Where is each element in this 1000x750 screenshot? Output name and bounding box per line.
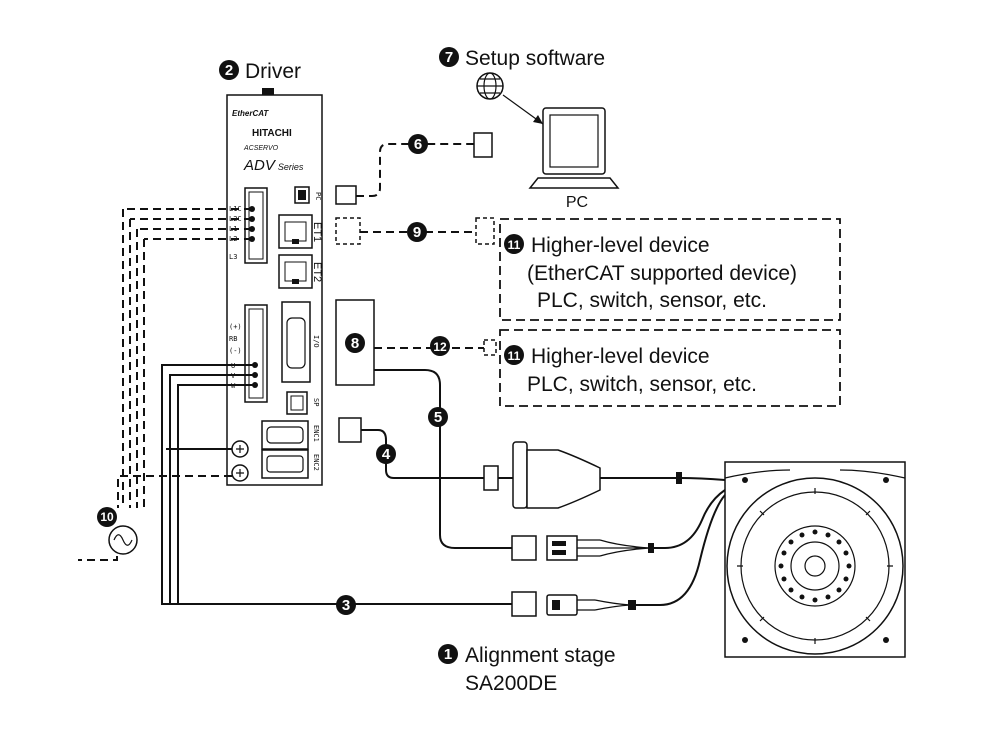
driver-product: ACSERVO <box>243 145 279 152</box>
higher-level-1-line3: PLC, switch, sensor, etc. <box>537 289 767 312</box>
badge-2: 2 <box>225 62 233 79</box>
badge-11a: 11 <box>508 238 521 252</box>
badge-3: 3 <box>342 597 350 614</box>
higher-level-1-line1: Higher-level device <box>531 234 710 257</box>
pc-cable <box>335 132 493 205</box>
stage-cables <box>498 441 726 617</box>
ethercat-link <box>335 217 495 245</box>
number-badges: 2 7 6 9 11 8 12 11 5 4 10 3 1 <box>97 47 524 664</box>
badge-9: 9 <box>413 224 421 241</box>
stage-label-line1: Alignment stage <box>465 644 616 667</box>
badge-7: 7 <box>445 49 453 66</box>
stage-label-line2: SA200DE <box>465 672 557 695</box>
pin-label-l3: L3 <box>229 253 237 261</box>
port-label-enc1: ENC1 <box>312 425 320 442</box>
alignment-stage <box>724 461 906 658</box>
badge-6: 6 <box>414 136 422 153</box>
badge-12: 12 <box>433 340 447 354</box>
higher-level-device-1-box <box>499 218 841 321</box>
higher-level-2-line2: PLC, switch, sensor, etc. <box>527 373 757 396</box>
pin-label-plus: (+) <box>229 323 242 331</box>
higher-level-1-line2: (EtherCAT supported device) <box>527 262 797 285</box>
badge-10: 10 <box>100 510 114 524</box>
driver-series-name: ADV <box>243 157 277 174</box>
setup-software-label: Setup software <box>465 47 605 70</box>
port-label-sp: SP <box>312 398 320 406</box>
badge-5: 5 <box>434 409 442 426</box>
pc-label: PC <box>566 194 588 211</box>
port-label-enc2: ENC2 <box>312 454 320 471</box>
globe-icon <box>476 72 504 100</box>
encoder-cable <box>338 417 499 491</box>
motor-cable <box>161 364 512 605</box>
higher-level-2-line1: Higher-level device <box>531 345 710 368</box>
higher-level-device-2-box <box>499 329 841 407</box>
laptop-icon <box>528 107 620 189</box>
badge-11b: 11 <box>508 349 521 363</box>
power-supply-wiring <box>78 208 252 561</box>
driver-series-suffix: Series <box>278 162 304 172</box>
port-label-et1: ET1 <box>311 222 323 242</box>
driver-label: Driver <box>245 60 301 83</box>
ac-source-icon <box>113 534 133 546</box>
port-label-et2: ET2 <box>311 262 323 282</box>
pin-label-rb: RB <box>229 335 237 343</box>
pin-label-minus: (-) <box>229 347 242 355</box>
badge-4: 4 <box>382 446 391 463</box>
driver-brand: HITACHI <box>252 128 292 139</box>
port-label-pc: PC <box>314 192 322 200</box>
badge-1: 1 <box>444 646 452 663</box>
port-label-io: I/O <box>312 335 320 348</box>
badge-8: 8 <box>351 335 359 352</box>
driver-ethercat-logo: EtherCAT <box>232 109 269 118</box>
